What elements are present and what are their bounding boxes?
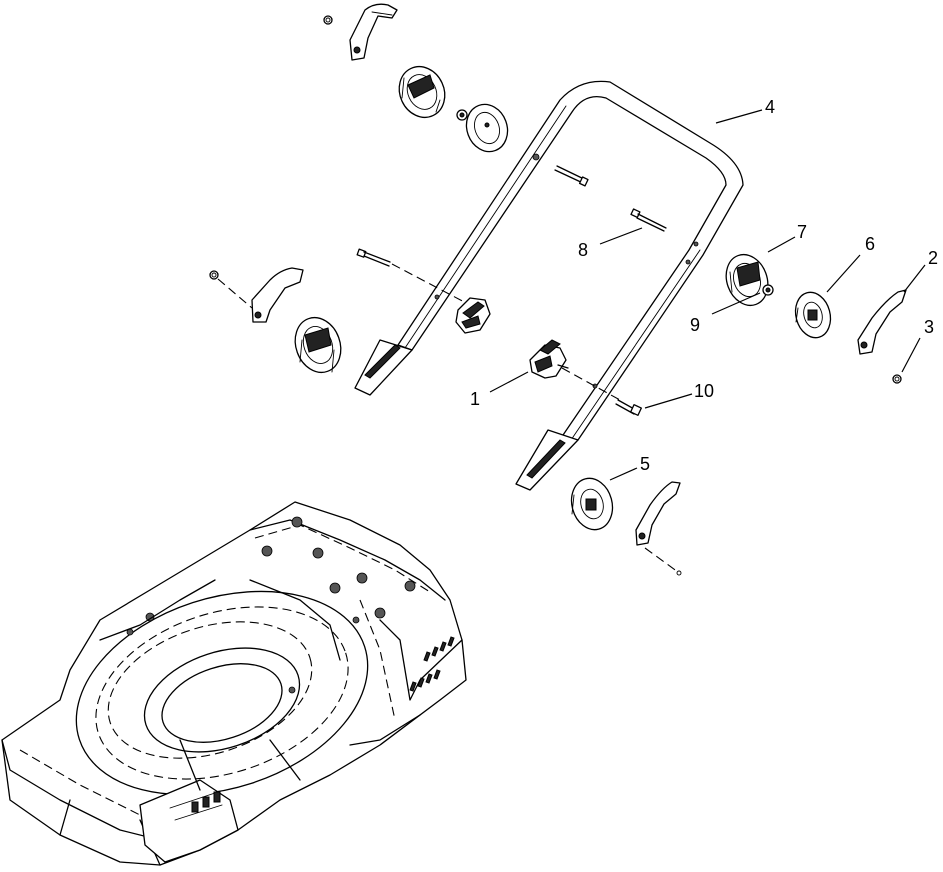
handle-bolt-upper: [554, 165, 589, 187]
wheel-hub-part-6: [794, 291, 832, 339]
callout-4: 4: [765, 97, 775, 117]
left-bolt-small: [209, 270, 253, 309]
mower-deck: [1, 501, 467, 866]
right-wheel-gear-part-7: [725, 253, 769, 307]
left-height-knob: [455, 297, 491, 334]
wheel-cover-arm-part-2: [857, 289, 907, 355]
left-wheel-cover-arm: [251, 267, 304, 323]
upper-wheel-hub: [465, 103, 509, 153]
deck-side-vents: [409, 636, 455, 692]
callouts: 1 2 3 4 5 6 7 8 9 10: [470, 97, 938, 481]
callout-8: 8: [578, 240, 588, 260]
callout-2: 2: [928, 248, 938, 268]
callout-7: 7: [797, 222, 807, 242]
bolt-part-3: [892, 374, 902, 384]
height-adjust-bracket: [529, 339, 569, 379]
callout-5: 5: [640, 454, 650, 474]
callout-10: 10: [694, 381, 714, 401]
bolt-part-10: [561, 367, 642, 416]
washer-part-9: [762, 284, 774, 296]
upper-wheel-cover-arm: [349, 3, 398, 61]
lower-wheel-cover-arm: [635, 481, 682, 576]
bolt-part-8: [630, 208, 667, 232]
callout-9: 9: [690, 315, 700, 335]
upper-wheel-gear: [398, 66, 446, 118]
handle: [354, 80, 744, 491]
upper-washer: [456, 109, 468, 121]
wheel-hub-part-5: [570, 477, 614, 531]
callout-3: 3: [924, 317, 934, 337]
deck-mount-holes: [126, 516, 416, 694]
callout-6: 6: [865, 234, 875, 254]
bolt-left-side: [356, 248, 471, 306]
left-wheel-gear: [294, 316, 342, 374]
callout-1: 1: [470, 389, 480, 409]
upper-bolt-small: [323, 15, 333, 25]
